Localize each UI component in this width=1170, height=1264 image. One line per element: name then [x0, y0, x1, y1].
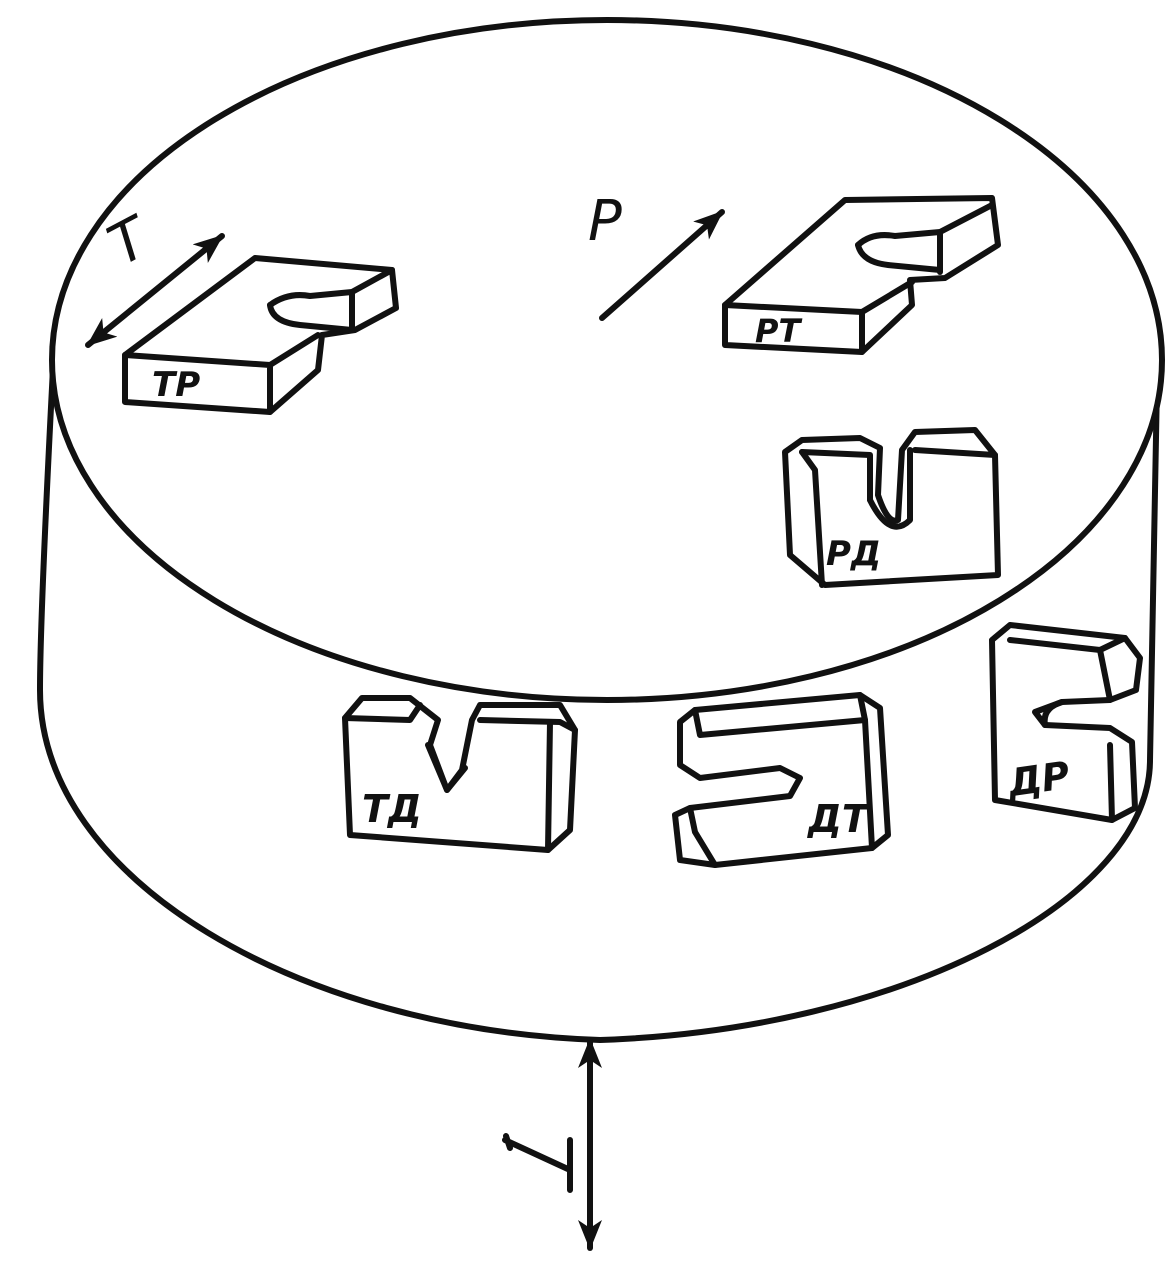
arrow-d	[505, 1040, 590, 1248]
block-label-dt: ДТ	[807, 797, 871, 841]
block-label-pt: PT	[755, 312, 802, 350]
block-label-dr: ДР	[1004, 753, 1072, 805]
block-dt: ДТ	[675, 695, 888, 865]
block-label-td: TД	[362, 787, 422, 831]
block-label-tp: TP	[152, 365, 200, 405]
block-dr: ДР	[992, 625, 1140, 820]
axis-label-p: P	[588, 189, 622, 254]
block-label-pd: PД	[826, 534, 881, 574]
block-td: TД	[345, 698, 575, 850]
